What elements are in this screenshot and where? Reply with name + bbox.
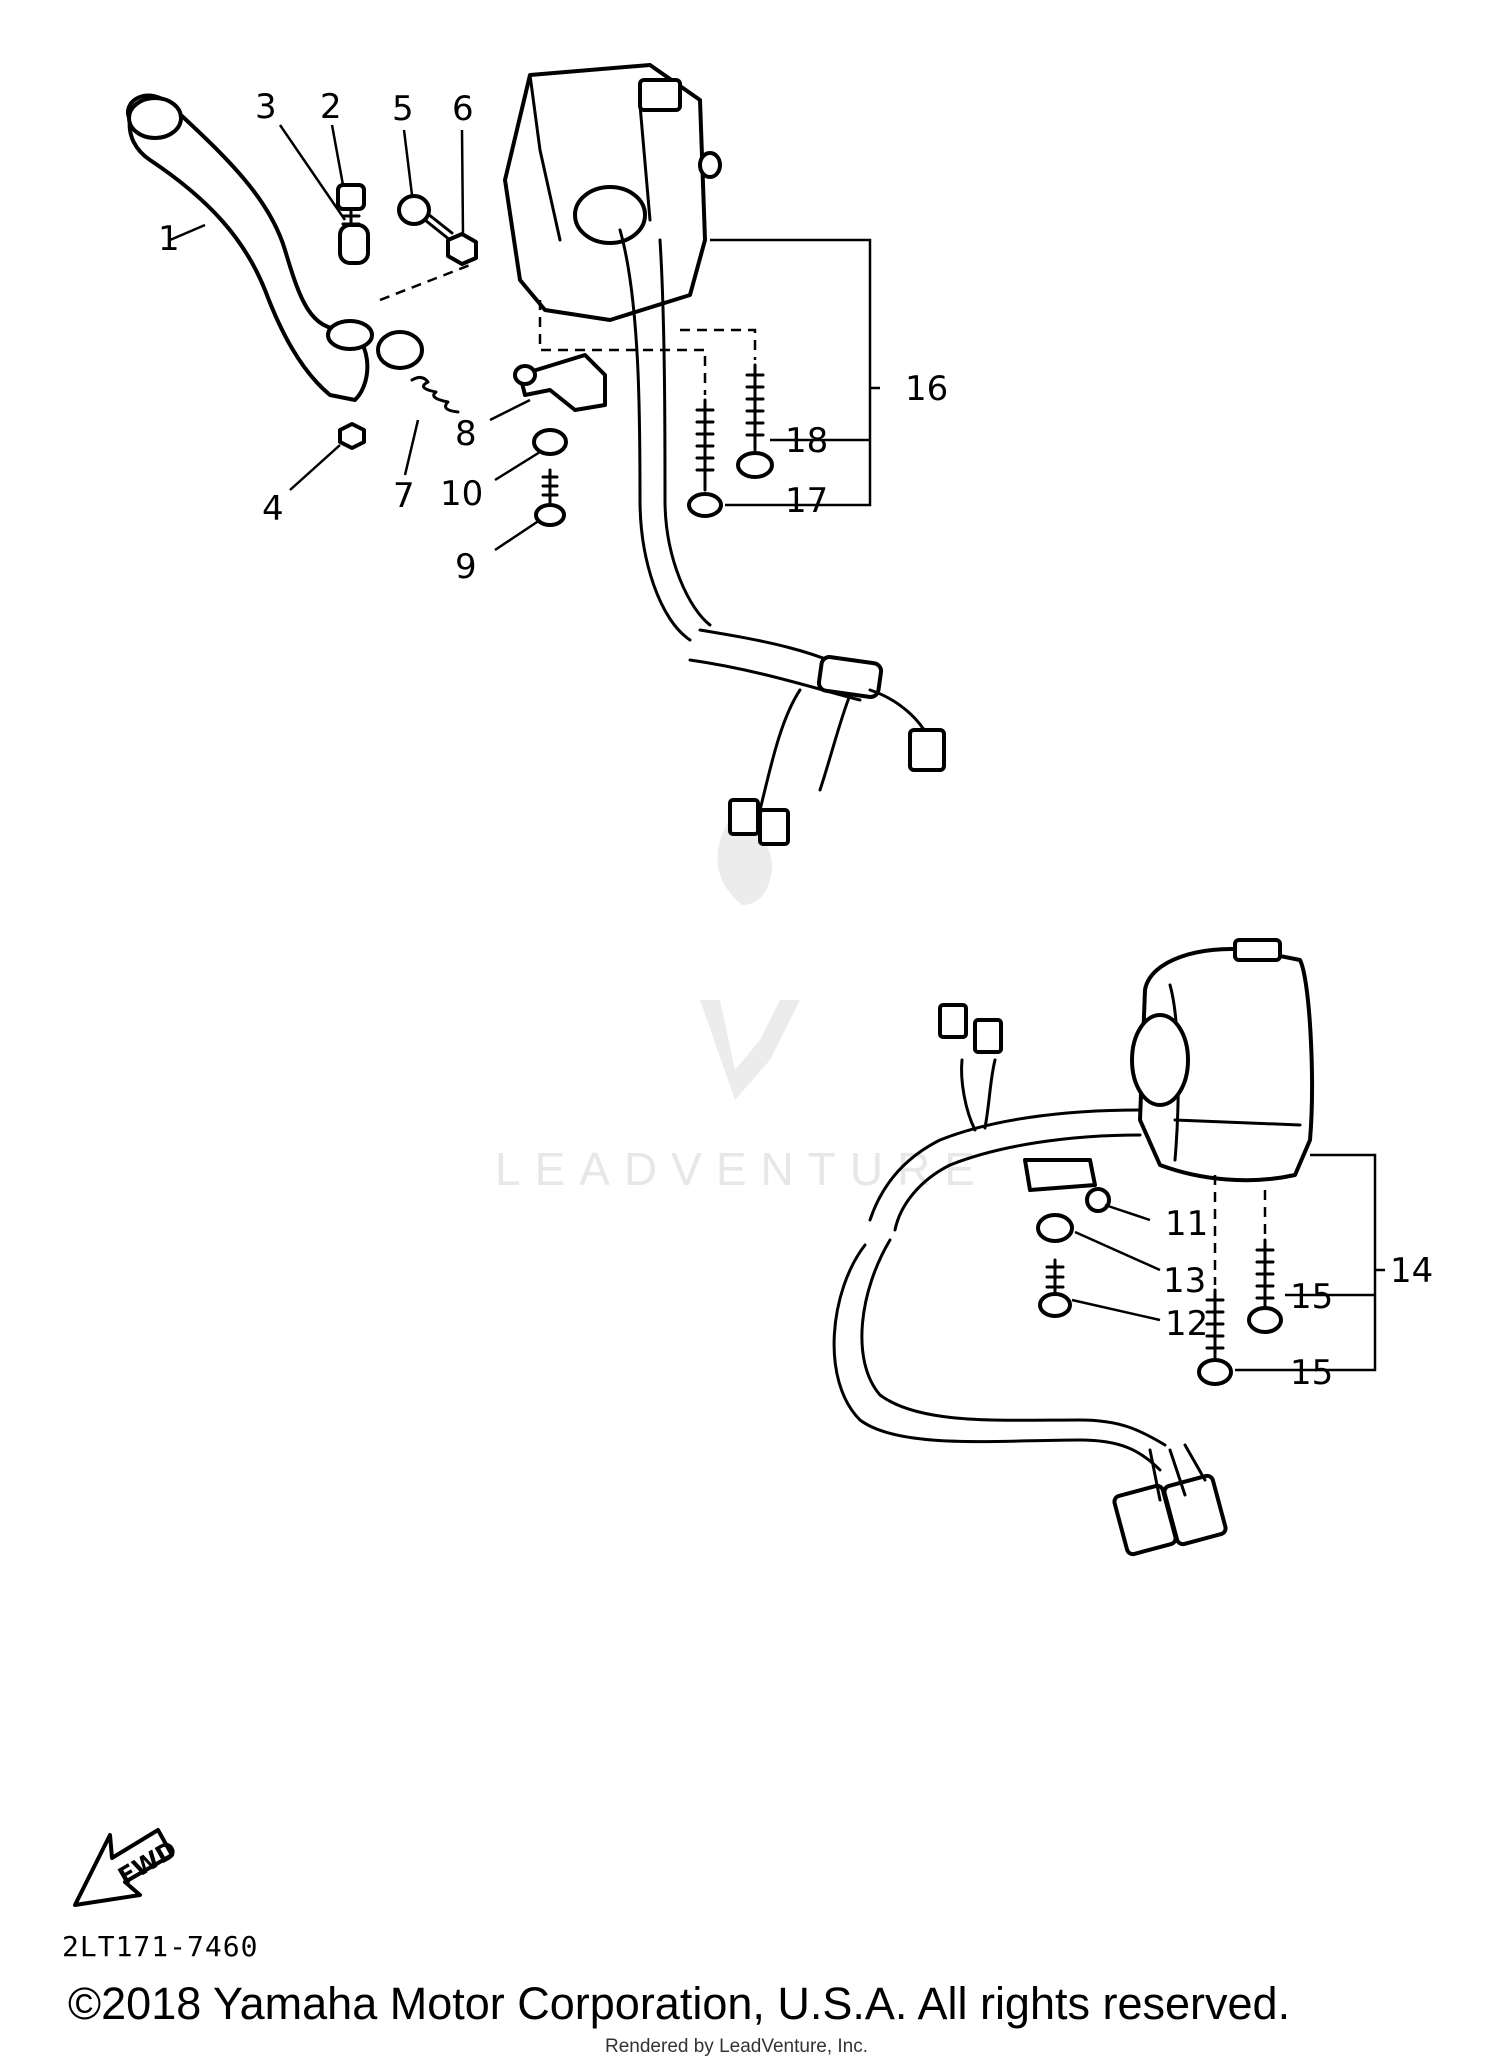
callout-15-upper: 15: [1290, 1277, 1333, 1317]
part-screw-12: [1038, 1258, 1072, 1318]
part-screw-17: [687, 398, 723, 518]
callout-4: 4: [262, 489, 284, 529]
part-screw-15-lower: [1197, 1288, 1233, 1386]
part-left-switch-housing-16: [503, 63, 722, 322]
callout-6: 6: [452, 89, 474, 129]
drawing-number: 2LT171-7460: [62, 1930, 259, 1963]
rendered-by-credit: Rendered by LeadVenture, Inc.: [605, 2036, 869, 2057]
callout-12: 12: [1165, 1304, 1208, 1344]
callout-9: 9: [455, 547, 477, 587]
part-adjuster-5: [397, 194, 454, 242]
part-switch-8: [513, 353, 607, 412]
callout-10: 10: [440, 474, 483, 514]
part-right-switch-housing-14: [1130, 938, 1314, 1183]
callout-7: 7: [393, 476, 415, 516]
callout-17: 17: [785, 481, 828, 521]
part-right-wire-harness: [832, 1003, 1228, 1557]
watermark-text: LEADVENTURE: [495, 1143, 989, 1195]
callout-2: 2: [320, 87, 342, 127]
callout-18: 18: [785, 421, 828, 461]
callout-8: 8: [455, 414, 477, 454]
callout-11: 11: [1165, 1204, 1208, 1244]
leadventure-watermark: LEADVENTURE: [495, 800, 989, 1195]
part-switch-11: [1023, 1158, 1111, 1213]
part-nut-6: [446, 232, 478, 266]
callout-1: 1: [158, 219, 180, 259]
part-screw-15-upper: [1247, 1238, 1283, 1334]
part-screw-9: [534, 468, 566, 527]
callout-16: 16: [905, 369, 948, 409]
copyright-notice: ©2018 Yamaha Motor Corporation, U.S.A. A…: [68, 1978, 1291, 2029]
callout-5: 5: [392, 89, 414, 129]
callout-14: 14: [1390, 1251, 1433, 1291]
part-nut-4: [338, 422, 366, 450]
callout-15-lower: 15: [1290, 1353, 1333, 1393]
part-collar-3: [338, 223, 370, 265]
part-washer-13: [1036, 1213, 1074, 1243]
fwd-arrow-icon: FWD: [73, 1828, 182, 1907]
callout-3: 3: [255, 87, 277, 127]
part-spring-7: [410, 375, 460, 414]
callout-13: 13: [1163, 1261, 1206, 1301]
part-left-wire-harness: [618, 228, 946, 846]
part-lever: [126, 93, 374, 402]
part-washer-10: [532, 428, 568, 456]
part-screw-18: [736, 363, 774, 479]
